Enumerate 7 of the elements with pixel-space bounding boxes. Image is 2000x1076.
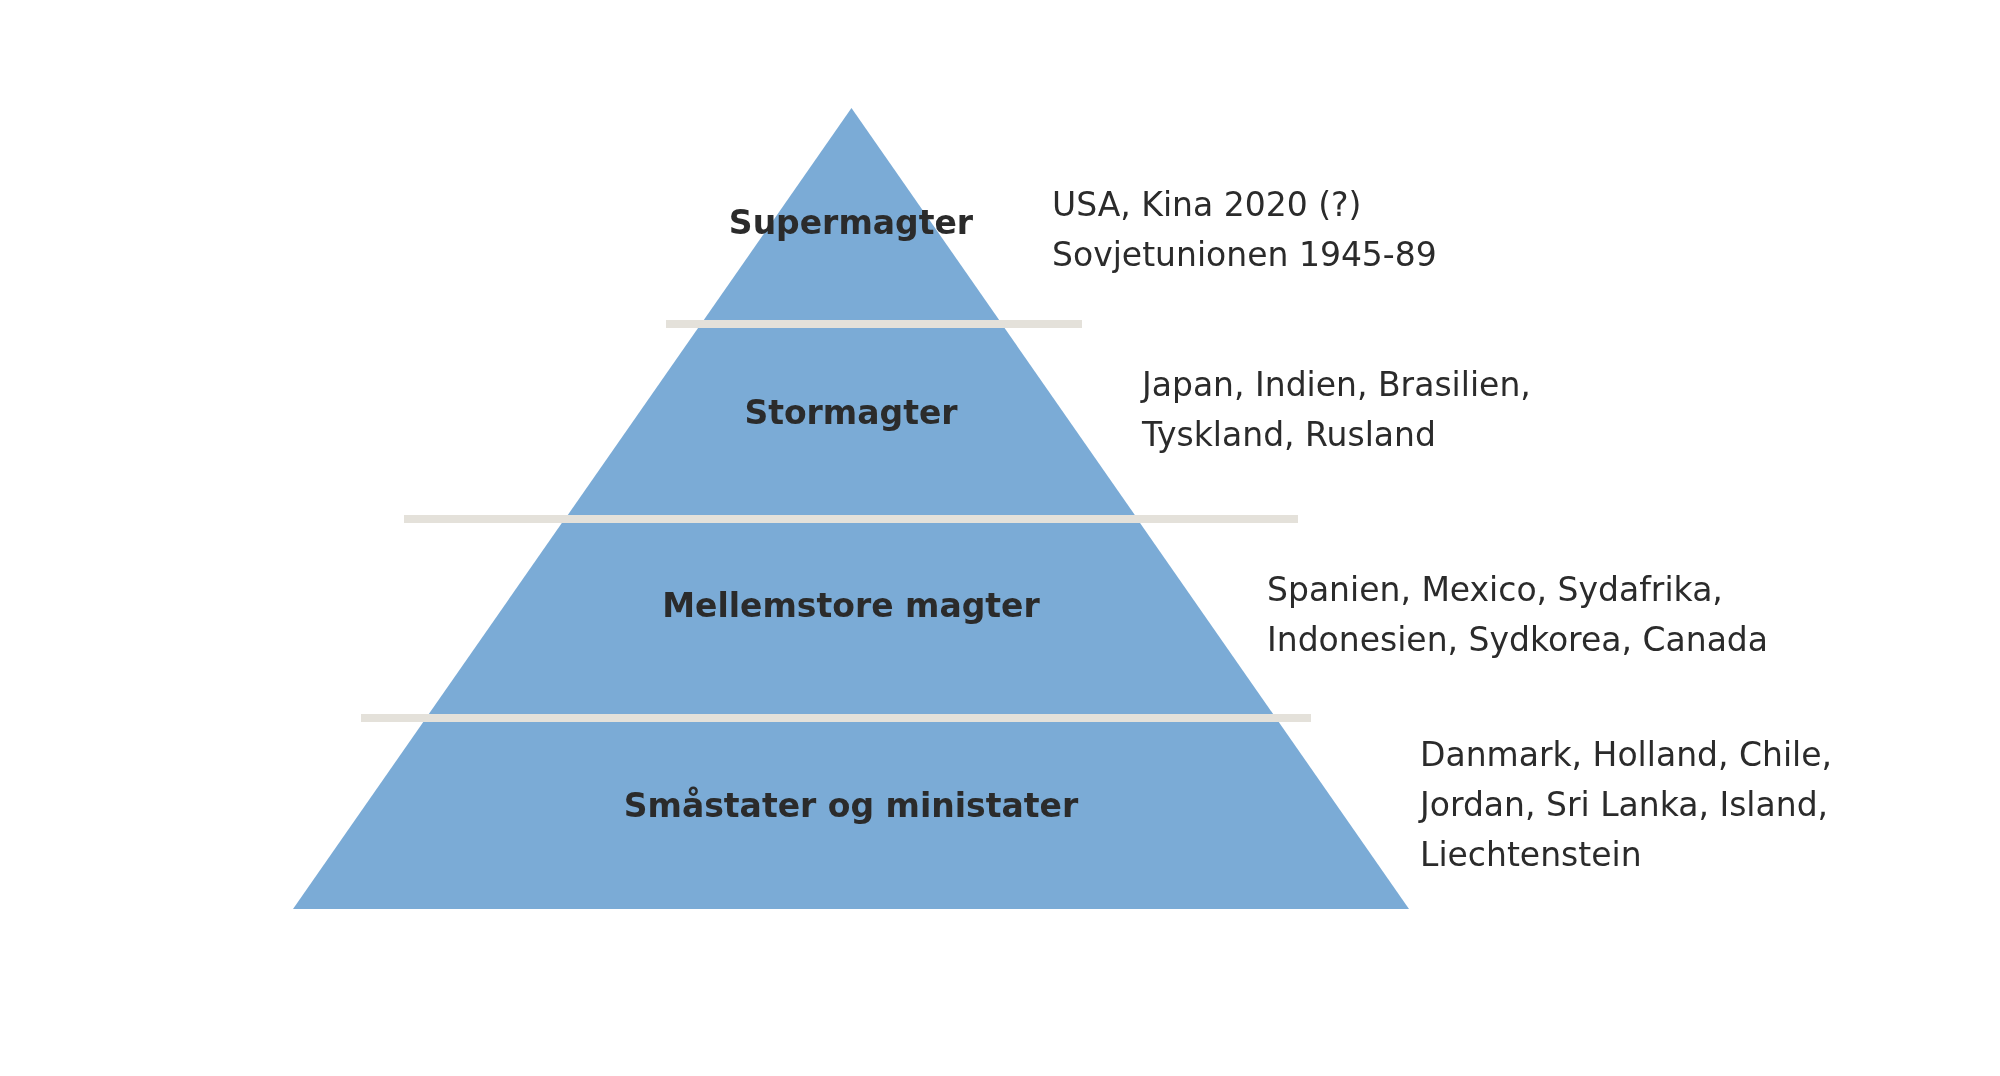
tier-label: Småstater og ministater — [623, 786, 1079, 825]
country-list: USA, Kina 2020 (?) Sovjetunionen 1945-89 — [1052, 180, 1572, 280]
country-list: Japan, Indien, Brasilien, Tyskland, Rusland — [1142, 360, 1602, 460]
country-list: Danmark, Holland, Chile, Jordan, Sri Lanka, Island, Liechtenstein — [1420, 730, 1940, 880]
tier-label: Mellemstore magter — [662, 586, 1040, 625]
tier-label: Stormagter — [744, 393, 958, 432]
country-list: Spanien, Mexico, Sydafrika, Indonesien, Sydkorea, Canada — [1267, 565, 1847, 665]
